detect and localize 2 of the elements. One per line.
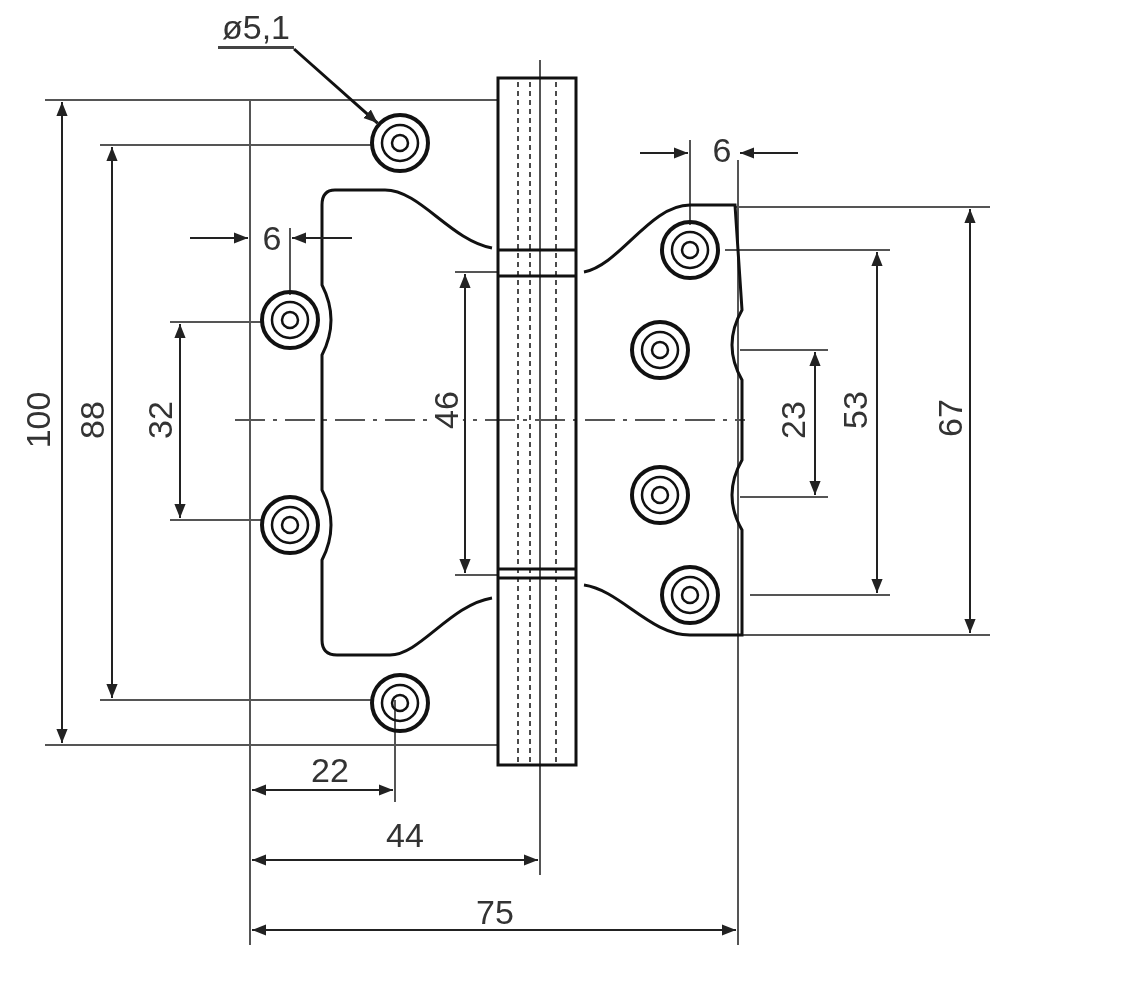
leader-line (293, 47, 379, 125)
screw-hole (370, 113, 430, 173)
